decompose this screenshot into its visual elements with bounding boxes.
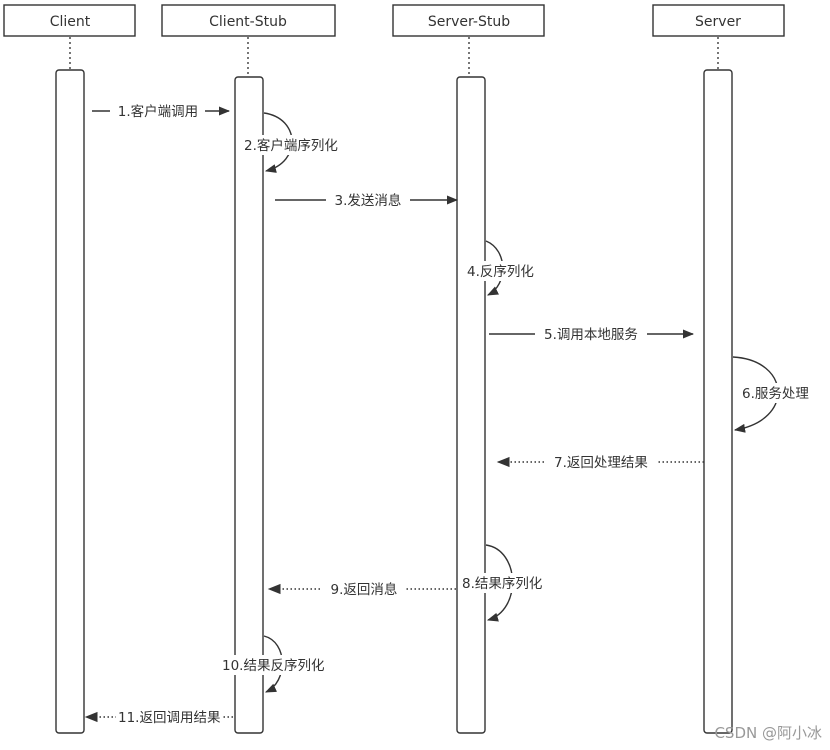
message-1: 1.客户端调用 <box>92 101 231 121</box>
actor-server: Server <box>652 4 785 37</box>
message-3: 3.发送消息 <box>275 190 459 210</box>
message-2-self: 2.客户端序列化 <box>242 112 354 173</box>
message-label: 1.客户端调用 <box>118 103 198 120</box>
message-label: 6.服务处理 <box>742 386 809 402</box>
message-label: 10.结果反序列化 <box>222 658 324 674</box>
actor-client: Client <box>3 4 136 37</box>
message-label: 5.调用本地服务 <box>544 327 638 343</box>
message-label: 3.发送消息 <box>335 192 402 209</box>
activation-server-stub <box>456 76 486 734</box>
actor-label: Server <box>695 14 741 30</box>
message-label: 7.返回处理结果 <box>554 455 648 471</box>
message-label: 4.反序列化 <box>467 264 534 280</box>
message-label: 9.返回消息 <box>331 581 398 598</box>
message-8-self: 8.结果序列化 <box>460 544 556 622</box>
actor-label: Client <box>50 14 91 30</box>
actor-server-stub: Server-Stub <box>392 4 545 37</box>
actor-client-stub: Client-Stub <box>161 4 336 37</box>
message-label: 11.返回调用结果 <box>118 710 221 726</box>
activation-client-stub <box>234 76 264 734</box>
message-4-self: 4.反序列化 <box>465 240 549 296</box>
message-6-self: 6.服务处理 <box>732 356 824 433</box>
message-9-return: 9.返回消息 <box>267 579 456 599</box>
watermark: CSDN @阿小冰 <box>714 724 822 742</box>
message-label: 8.结果序列化 <box>462 576 542 592</box>
actor-label: Server-Stub <box>428 14 510 30</box>
message-11-return: 11.返回调用结果 <box>84 707 233 727</box>
message-label: 2.客户端序列化 <box>244 137 338 154</box>
activation-client <box>55 69 85 734</box>
message-7-return: 7.返回处理结果 <box>496 452 704 472</box>
message-5: 5.调用本地服务 <box>489 324 695 344</box>
actor-label: Client-Stub <box>209 14 287 30</box>
message-10-self: 10.结果反序列化 <box>220 635 344 693</box>
activation-server <box>703 69 733 734</box>
